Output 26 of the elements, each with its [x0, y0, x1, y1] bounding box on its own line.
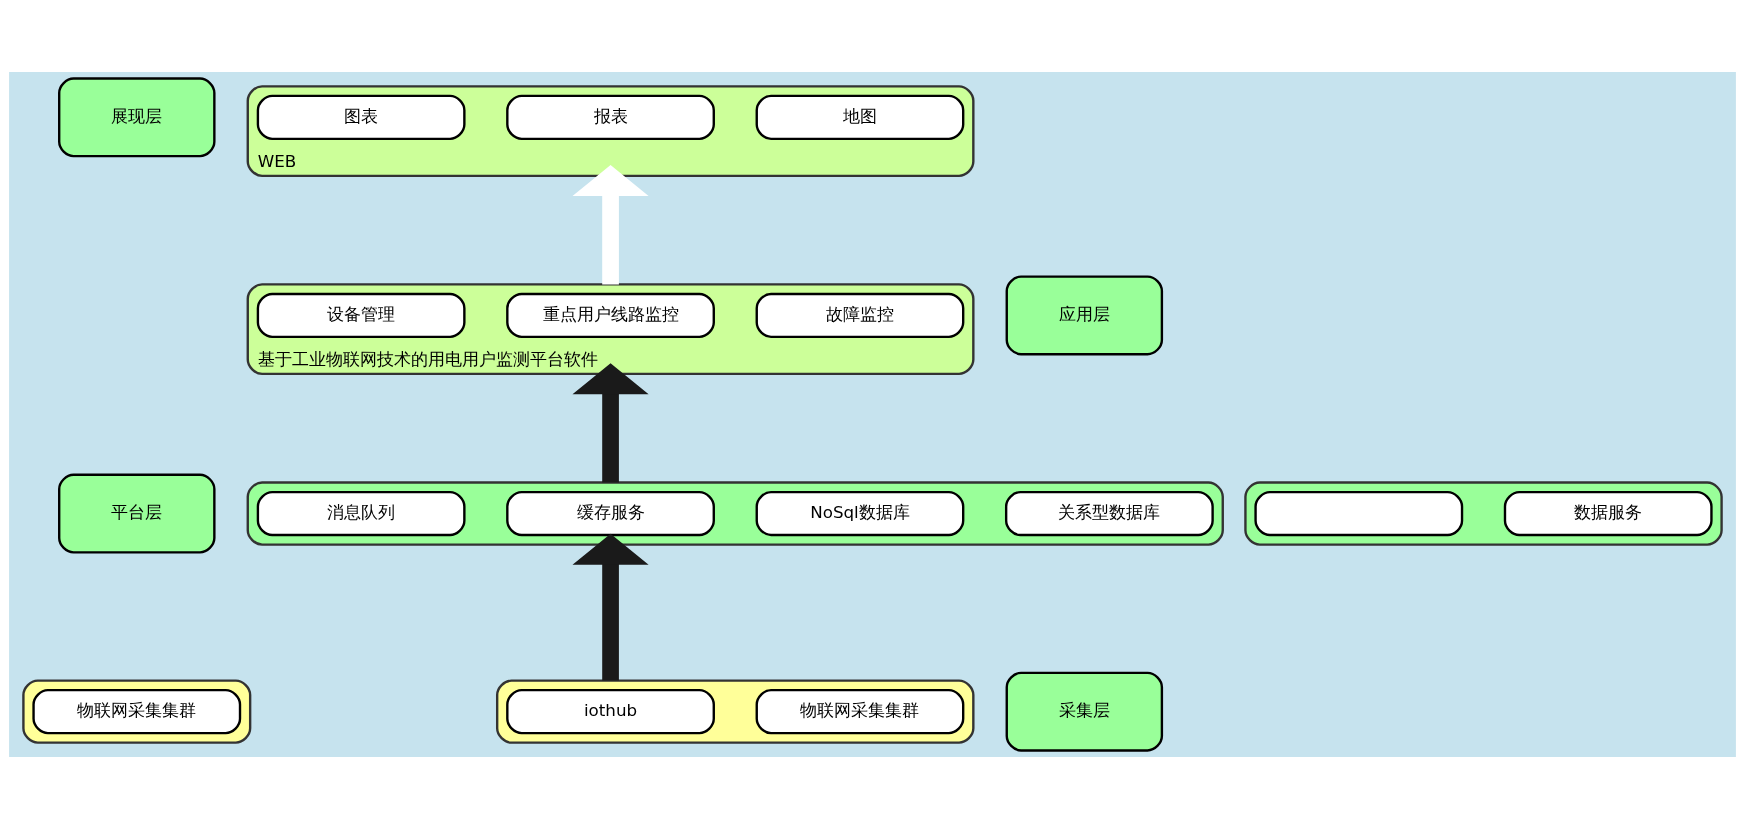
- node-box: 关系型数据库: [1004, 490, 1214, 537]
- node-box: 数据服务: [1503, 490, 1713, 537]
- cluster: [496, 679, 975, 744]
- cluster: [246, 481, 1224, 546]
- arrow: [572, 363, 649, 483]
- node-box: 图表: [256, 94, 466, 141]
- node-box: 重点用户线路监控: [506, 292, 715, 339]
- arrow: [572, 533, 649, 681]
- node-box: 物联网采集集群: [32, 688, 242, 735]
- node-box: 应用层: [1005, 275, 1164, 356]
- arrow: [572, 165, 649, 285]
- cluster: [22, 679, 252, 744]
- node-box: 地图: [755, 94, 965, 141]
- node-box: 采集层: [1005, 671, 1164, 752]
- node-box: 故障监控: [755, 292, 965, 339]
- node-box: [1254, 490, 1464, 537]
- cluster: [1244, 481, 1723, 546]
- node-box: 展现层: [58, 77, 216, 158]
- node-box: NoSql数据库: [755, 490, 965, 537]
- node-box: 物联网采集集群: [755, 688, 965, 735]
- node-box: 平台层: [58, 473, 216, 554]
- node-box: 缓存服务: [506, 490, 715, 537]
- node-box: 报表: [506, 94, 715, 141]
- node-box: 消息队列: [256, 490, 466, 537]
- node-box: 设备管理: [256, 292, 466, 339]
- node-box: iothub: [506, 688, 715, 735]
